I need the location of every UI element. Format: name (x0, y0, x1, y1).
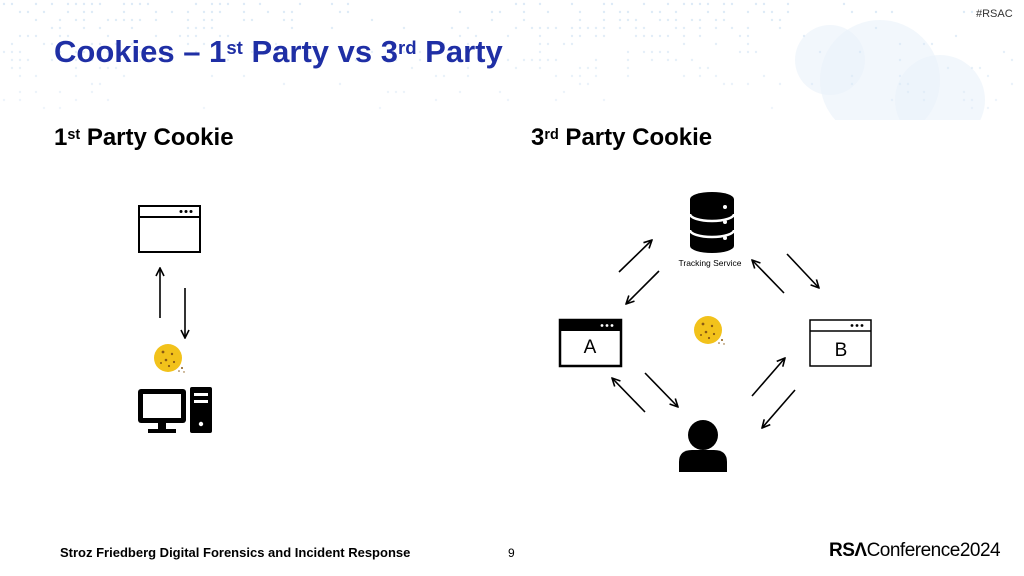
cookie-icon-third-party (694, 316, 725, 345)
user-icon (679, 420, 727, 472)
browser-window-icon (139, 206, 200, 252)
database-icon (690, 192, 734, 253)
browser-window-icon-b: B (810, 320, 871, 366)
rsac-logo: RSΛConference2024 (829, 540, 1000, 562)
desktop-computer-icon (138, 387, 212, 433)
footer-company: Stroz Friedberg Digital Forensics and In… (60, 545, 410, 560)
browser-window-icon-a: A (560, 320, 621, 366)
page-number: 9 (508, 546, 515, 560)
site-a-label: A (584, 337, 597, 358)
site-b-label: B (835, 340, 848, 361)
tracking-service-label: Tracking Service (679, 258, 742, 268)
cookie-icon (154, 344, 185, 373)
